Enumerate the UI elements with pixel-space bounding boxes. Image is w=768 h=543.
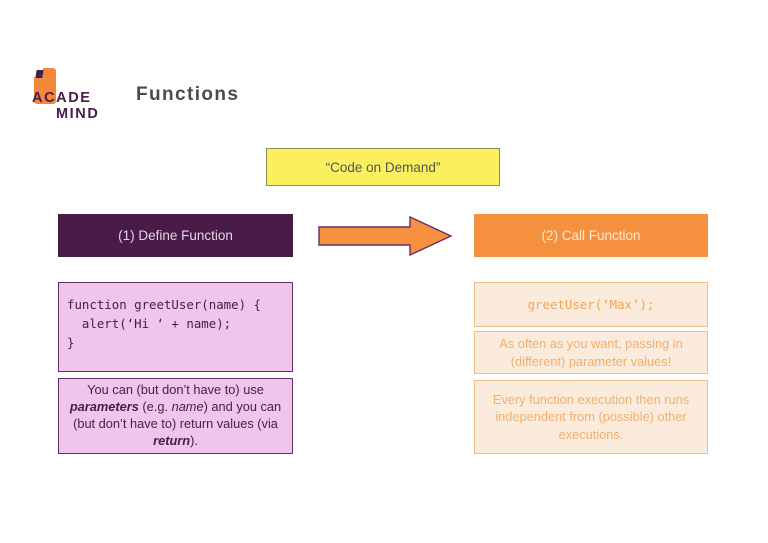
code-on-demand-banner: “Code on Demand” [266, 148, 500, 186]
brand-name-top: ACADE [32, 90, 92, 106]
call-function-note-one: As often as you want, passing in (differ… [474, 331, 708, 374]
define-function-code-block: function greetUser(name) { alert(‘Hi ‘ +… [58, 282, 293, 372]
academind-flag-icon [34, 68, 56, 104]
banner-label: “Code on Demand” [325, 159, 441, 175]
call-function-header: (2) Call Function [474, 214, 708, 257]
call-function-header-label: (2) Call Function [541, 228, 641, 243]
define-function-header: (1) Define Function [58, 214, 293, 257]
call-function-code-text: greetUser(‘Max’); [527, 297, 655, 312]
define-function-code-text: function greetUser(name) { alert(‘Hi ‘ +… [67, 297, 261, 351]
logo-notch-tail [35, 70, 44, 78]
brand-logo: ACADE MIND [28, 68, 133, 123]
call-function-note-two: Every function execution then runs indep… [474, 380, 708, 454]
right-arrow-icon [318, 216, 458, 256]
call-function-note-two-text: Every function execution then runs indep… [492, 391, 690, 442]
page-title: Functions [136, 84, 240, 105]
define-function-note-text: You can (but don’t have to) use paramete… [69, 382, 282, 448]
define-function-header-label: (1) Define Function [118, 228, 233, 243]
call-function-code-block: greetUser(‘Max’); [474, 282, 708, 327]
brand-name-bottom: MIND [56, 106, 100, 122]
call-function-note-one-text: As often as you want, passing in (differ… [499, 336, 683, 369]
logo-notch [34, 68, 44, 78]
define-function-note: You can (but don’t have to) use paramete… [58, 378, 293, 454]
